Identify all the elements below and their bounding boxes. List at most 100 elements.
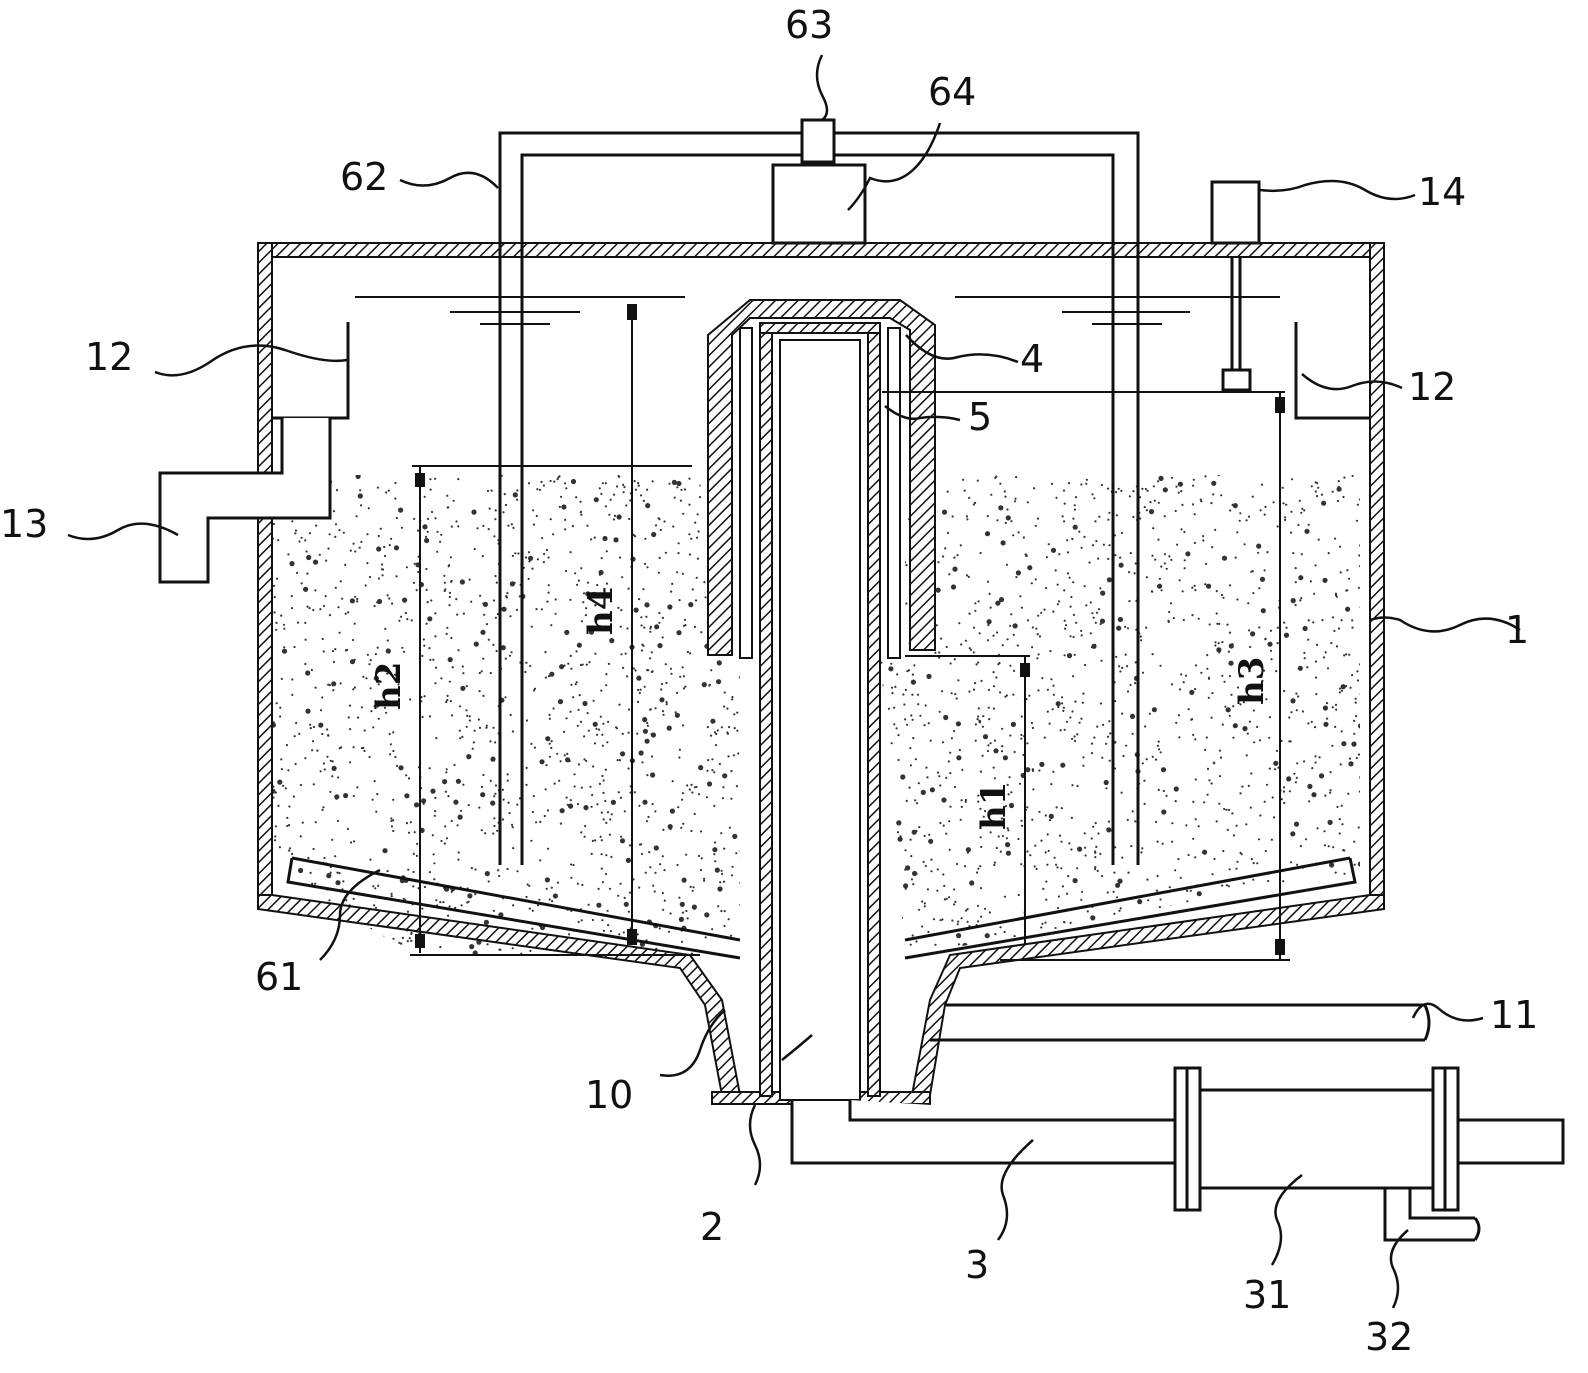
sludge-particle [510,823,514,827]
sludge-particle [1181,590,1184,593]
sludge-particle [470,600,473,603]
sludge-particle [533,746,537,749]
sludge-particle [532,509,535,512]
sludge-particle [1248,720,1251,723]
sludge-particle [884,759,887,762]
sludge-particle [457,649,460,652]
sludge-particle [1197,617,1200,620]
sludge-particle [1218,749,1221,752]
sludge-particle [663,520,666,523]
sludge-particle [972,503,975,506]
sludge-particle [895,727,898,730]
sludge-particle [567,933,571,936]
sludge-particle [713,771,716,774]
sludge-particle [658,621,661,624]
sludge-particle [644,602,650,608]
sludge-particle [1102,543,1105,546]
sludge-particle [1033,865,1036,868]
label-h3: h3 [1232,657,1272,705]
sludge-particle [893,498,896,501]
sludge-particle [1350,936,1356,942]
sludge-particle [601,744,605,747]
sludge-particle [1313,881,1316,884]
sludge-particle [430,788,436,794]
sludge-particle [1225,808,1228,811]
sludge-particle [466,754,472,760]
sludge-particle [688,553,692,556]
sludge-particle [1182,681,1185,684]
sludge-particle [957,679,960,682]
sludge-particle [945,776,948,780]
sludge-particle [412,852,415,856]
sludge-particle [1143,802,1146,806]
sludge-particle [1154,558,1157,561]
sludge-particle [1140,639,1143,642]
sludge-particle [1145,626,1148,629]
sludge-particle [1264,849,1267,853]
sludge-particle [449,556,452,559]
sludge-particle [1331,490,1334,493]
sludge-particle [723,691,726,694]
sludge-particle [531,927,534,930]
sludge-particle [587,729,590,732]
sludge-particle [485,724,488,727]
sludge-particle [925,766,928,769]
sludge-particle [651,755,654,758]
sludge-particle [304,662,307,666]
sludge-particle [616,759,619,762]
sludge-particle [1157,919,1160,923]
sludge-particle [601,482,605,485]
sludge-particle [570,667,573,670]
sludge-particle [593,497,599,503]
sludge-particle [731,698,734,701]
sludge-particle [497,869,500,872]
sludge-particle [1171,840,1174,843]
sludge-particle [275,621,278,625]
sludge-particle [410,932,413,936]
sludge-particle [1313,592,1316,595]
sludge-particle [601,881,605,884]
sludge-particle [354,595,357,598]
sludge-particle [714,841,717,844]
sludge-particle [1006,638,1009,641]
sludge-particle [956,755,962,761]
sludge-particle [741,521,746,526]
sludge-particle [974,501,977,504]
sludge-particle [625,857,632,864]
sludge-particle [1067,875,1070,878]
sludge-particle [331,760,334,763]
sludge-particle [1105,787,1108,790]
sludge-particle [885,748,888,752]
sludge-particle [509,615,512,618]
sludge-particle [1056,603,1059,606]
sludge-particle [1212,910,1215,913]
sludge-particle [573,785,576,788]
sludge-particle [1001,745,1004,748]
sludge-particle [334,794,340,800]
sludge-particle [1275,670,1278,673]
sludge-particle [606,741,609,744]
sludge-particle [1290,861,1293,864]
sludge-particle [640,616,643,619]
sludge-particle [371,798,374,801]
sludge-particle [1218,802,1221,805]
sludge-particle [1210,782,1213,785]
sludge-particle [1057,895,1060,898]
sludge-particle [344,649,347,652]
sludge-particle [975,871,979,874]
sludge-particle [987,706,990,709]
sludge-particle [720,869,723,872]
sludge-particle [1001,834,1005,838]
sludge-particle [413,517,416,521]
sludge-particle [442,779,448,785]
sludge-particle [930,858,933,861]
sludge-particle [888,639,891,642]
sludge-particle [1317,920,1320,923]
sludge-particle [737,752,740,755]
sludge-particle [482,773,485,777]
sludge-particle [445,771,448,774]
sludge-particle [447,657,453,663]
sludge-particle [395,764,399,768]
sludge-particle [401,646,404,649]
sludge-particle [594,604,597,607]
